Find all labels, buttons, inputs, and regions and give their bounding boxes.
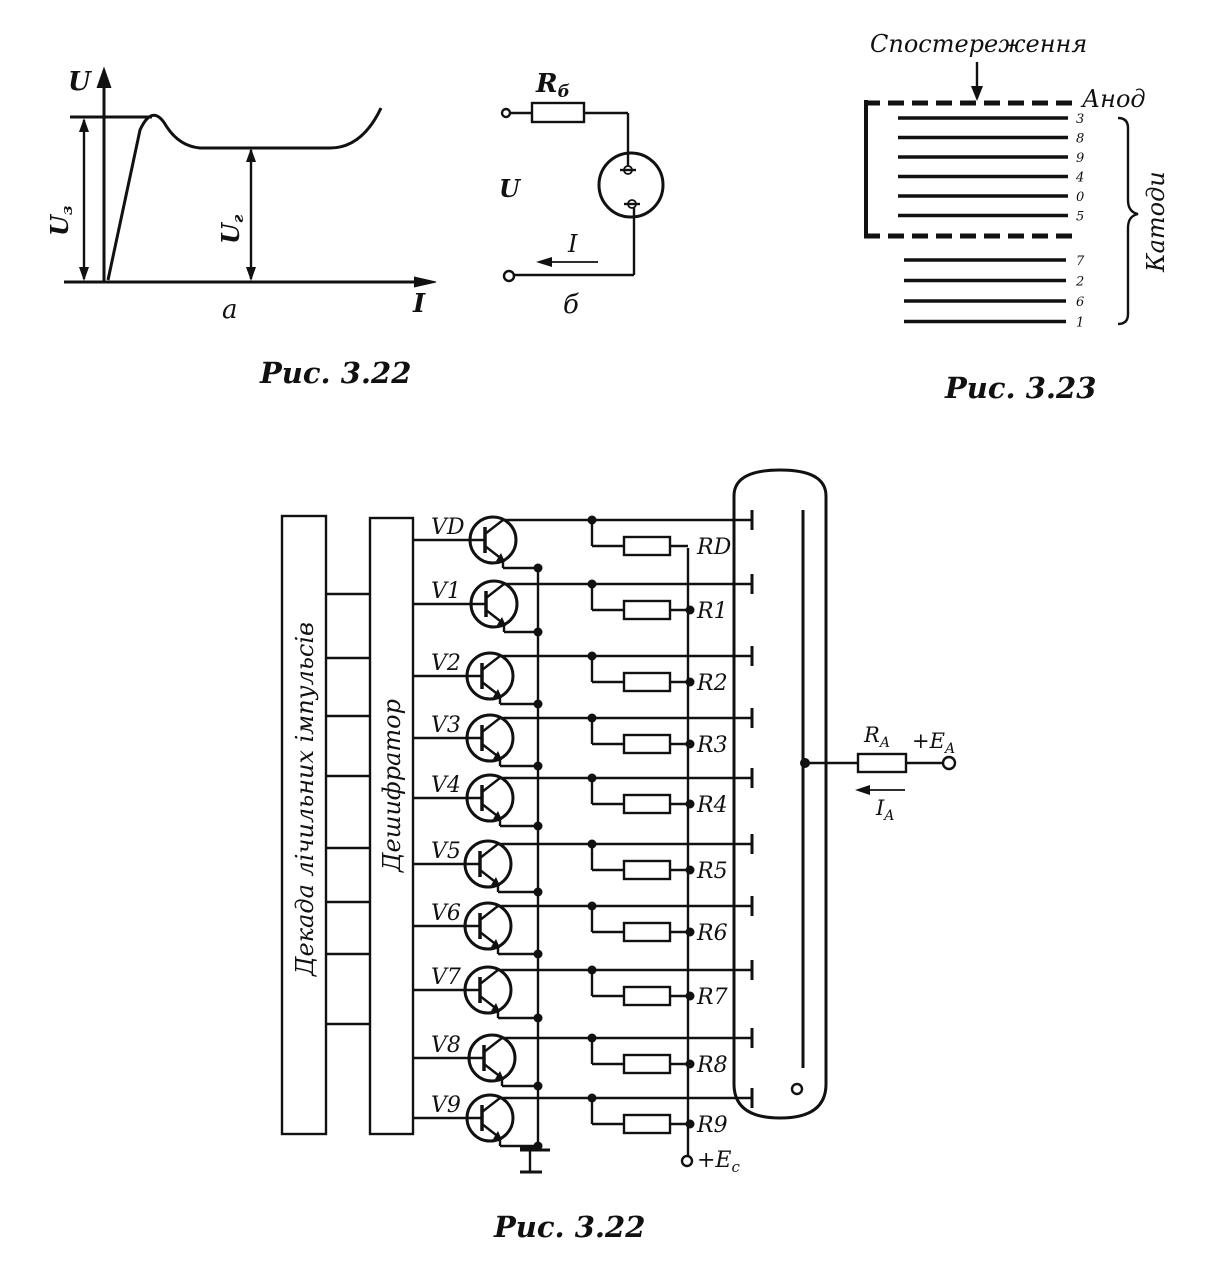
lower-cathode-group: 7 2 6 1 bbox=[904, 254, 1085, 331]
collector-resistor bbox=[622, 1113, 672, 1135]
u-z-label: Uз bbox=[45, 205, 76, 236]
collector-resistor bbox=[622, 599, 672, 621]
fig-a-characteristic: U I Uз Uг а bbox=[45, 66, 437, 325]
collector-resistor bbox=[622, 671, 672, 693]
anode-current-label: IA bbox=[875, 796, 894, 824]
resistor-label: R4 bbox=[696, 793, 728, 818]
cathode-number: 3 bbox=[1076, 112, 1084, 127]
collector-resistor bbox=[622, 921, 672, 943]
collector-resistor bbox=[622, 1053, 672, 1075]
voltage-label: U bbox=[499, 174, 522, 203]
anode-label: Анод bbox=[1080, 85, 1146, 113]
resistor-label: RD bbox=[696, 535, 732, 560]
cathode-number: 0 bbox=[1076, 190, 1084, 205]
transistor-label: V8 bbox=[431, 1033, 461, 1058]
collector-resistor bbox=[622, 733, 672, 755]
supply-terminal bbox=[680, 1154, 694, 1168]
fig-323-electrodes: Спостереження Анод 3 8 9 4 0 5 7 2 6 1 Катоди bbox=[864, 30, 1170, 331]
cathode-number: 8 bbox=[1076, 132, 1084, 147]
transistor-label: V7 bbox=[431, 965, 461, 990]
upper-cathode-group: 3 8 9 4 0 5 bbox=[898, 112, 1084, 225]
transistor-label: V2 bbox=[431, 651, 461, 676]
transistor-label: V6 bbox=[431, 901, 461, 926]
u-r-label: Uг bbox=[216, 214, 247, 244]
collector-resistor bbox=[622, 985, 672, 1007]
anode-resistor bbox=[856, 752, 908, 774]
cathode-number: 6 bbox=[1076, 295, 1084, 310]
resistor-label: R9 bbox=[696, 1113, 728, 1138]
resistor-label: R8 bbox=[696, 1053, 728, 1078]
cathode-number: 4 bbox=[1075, 171, 1084, 186]
resistor-label: R1 bbox=[696, 599, 728, 624]
fig-a-label: а bbox=[222, 295, 238, 325]
supply-label: +Ec bbox=[697, 1148, 741, 1176]
fig-b-circuit: Rб U I б bbox=[499, 69, 665, 320]
indicator-tube: RA +EA IA bbox=[732, 468, 957, 1120]
decoder-block: Дешифратор bbox=[368, 516, 415, 1136]
caption-fig-323: Рис. 3.23 bbox=[944, 371, 1096, 405]
caption-fig-322-bottom: Рис. 3.22 bbox=[493, 1210, 645, 1244]
transistor-label: V5 bbox=[431, 839, 461, 864]
cathode-number: 5 bbox=[1076, 210, 1084, 225]
anode-supply-label: +EA bbox=[912, 729, 955, 757]
cathode-number: 7 bbox=[1076, 254, 1085, 269]
transistor-label: V1 bbox=[431, 579, 461, 604]
counter-block-label: Декада лічильних імпульсів bbox=[291, 622, 319, 977]
observation-label: Спостереження bbox=[870, 30, 1087, 58]
anode-supply-terminal bbox=[941, 755, 957, 771]
transistor-label: VD bbox=[431, 515, 465, 540]
resistor-label: R3 bbox=[696, 733, 728, 758]
tube-dot bbox=[790, 1082, 804, 1096]
resistor-label: R7 bbox=[696, 985, 728, 1010]
counter-decoder-bus bbox=[326, 592, 370, 1026]
r-b-label: Rб bbox=[535, 69, 570, 102]
i-axis-label: I bbox=[412, 289, 426, 319]
fig-b-label: б bbox=[563, 290, 579, 320]
transistor-label: V9 bbox=[431, 1093, 461, 1118]
caption-fig-322-top: Рис. 3.22 bbox=[259, 356, 411, 390]
transistor-label: V3 bbox=[431, 713, 461, 738]
decoder-block-label: Дешифратор bbox=[378, 699, 406, 873]
cathode-number: 9 bbox=[1076, 151, 1084, 166]
current-label: I bbox=[567, 230, 578, 258]
cathode-number: 2 bbox=[1075, 275, 1084, 290]
resistor-label: R5 bbox=[696, 859, 728, 884]
anode-resistor-label: RA bbox=[863, 723, 890, 751]
decade-counter-block: Декада лічильних імпульсів bbox=[280, 514, 328, 1136]
transistor-label: V4 bbox=[431, 773, 461, 798]
cathode-number: 1 bbox=[1076, 316, 1084, 331]
cathodes-label: Катоди bbox=[1142, 171, 1170, 273]
collector-resistor bbox=[622, 859, 672, 881]
collector-resistor bbox=[622, 793, 672, 815]
resistor-label: R6 bbox=[696, 921, 728, 946]
resistor-label: R2 bbox=[696, 671, 728, 696]
collector-resistor bbox=[622, 535, 672, 557]
transistor-stage: VD RD bbox=[413, 510, 754, 573]
u-axis-label: U bbox=[68, 67, 92, 97]
